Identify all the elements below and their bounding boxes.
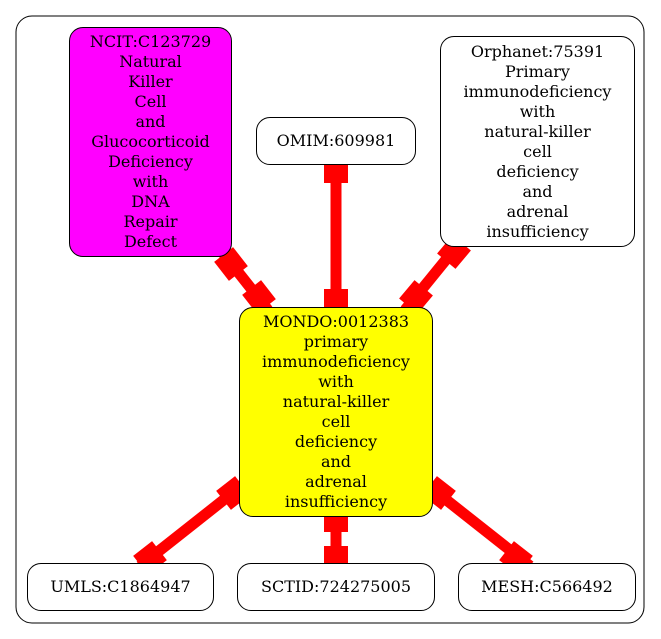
node-mondo-label-line: natural-killer xyxy=(282,392,390,411)
node-orphanet-label-line: cell xyxy=(523,141,552,161)
edge-omim-mondo-tail-marker xyxy=(324,161,348,183)
edge-mondo-mesh xyxy=(422,476,534,575)
edge-ncit-mondo xyxy=(214,247,276,314)
node-mondo-label-line: MONDO:0012383 xyxy=(262,312,410,331)
node-mondo-label-line: insufficiency xyxy=(284,492,388,511)
node-ncit-label-line: DNA xyxy=(131,192,170,211)
node-mondo-label-line: deficiency xyxy=(294,432,378,451)
node-orphanet-label-line: Orphanet:75391 xyxy=(470,41,605,61)
node-ncit-label-line: NCIT:C123729 xyxy=(89,32,212,51)
node-orphanet-label-line: natural-killer xyxy=(484,121,591,141)
edge-mondo-sctid-head-marker xyxy=(324,546,348,568)
node-ncit-label-line: with xyxy=(132,172,169,191)
node-ncit-label-line: Repair xyxy=(123,212,178,231)
node-sctid-label-line: SCTID:724275005 xyxy=(260,577,412,596)
node-orphanet-label-line: immunodeficiency xyxy=(463,81,612,101)
edge-orphanet-mondo-head-marker xyxy=(399,280,433,314)
node-mondo-label-line: cell xyxy=(321,412,351,431)
edge-mondo-sctid xyxy=(324,510,348,568)
node-umls[interactable]: UMLS:C1864947 xyxy=(27,563,214,611)
node-sctid[interactable]: SCTID:724275005 xyxy=(237,563,435,611)
node-mondo-label-line: primary xyxy=(303,332,369,351)
node-mesh-label-line: MESH:C566492 xyxy=(481,577,613,596)
node-orphanet-label-line: Primary xyxy=(505,61,570,81)
node-omim[interactable]: OMIM:609981 xyxy=(256,117,416,165)
node-ncit-label-line: Natural xyxy=(119,52,182,71)
node-mondo-label-line: immunodeficiency xyxy=(262,352,410,371)
node-ncit-label-line: and xyxy=(135,112,166,131)
node-umls-label-line: UMLS:C1864947 xyxy=(50,577,191,596)
cluster-border xyxy=(15,15,645,624)
node-orphanet-label-line: and xyxy=(522,181,553,201)
node-ncit-label-line: Defect xyxy=(123,232,178,251)
node-orphanet-label-line: insufficiency xyxy=(486,221,589,241)
node-mondo-label-line: and xyxy=(320,452,352,471)
node-ncit-label-line: Glucocorticoid xyxy=(91,132,210,151)
node-mondo-label-line: adrenal xyxy=(305,472,367,491)
node-orphanet-label-line: adrenal xyxy=(506,201,569,221)
node-ncit-label-line: Cell xyxy=(134,92,167,111)
node-ncit-label-line: Killer xyxy=(128,72,173,91)
node-ncit-label-line: Deficiency xyxy=(108,152,193,171)
edge-mondo-umls xyxy=(133,476,250,575)
node-orphanet-label-line: with xyxy=(519,101,556,121)
edge-omim-mondo-head-marker xyxy=(324,289,348,311)
node-orphanet-label-line: deficiency xyxy=(496,161,579,181)
node-mesh[interactable]: MESH:C566492 xyxy=(458,563,636,611)
node-omim-label-line: OMIM:609981 xyxy=(276,131,396,150)
edge-ncit-mondo-head-marker xyxy=(242,280,276,314)
node-mondo-label-line: with xyxy=(318,372,354,391)
edge-omim-mondo xyxy=(324,161,348,311)
